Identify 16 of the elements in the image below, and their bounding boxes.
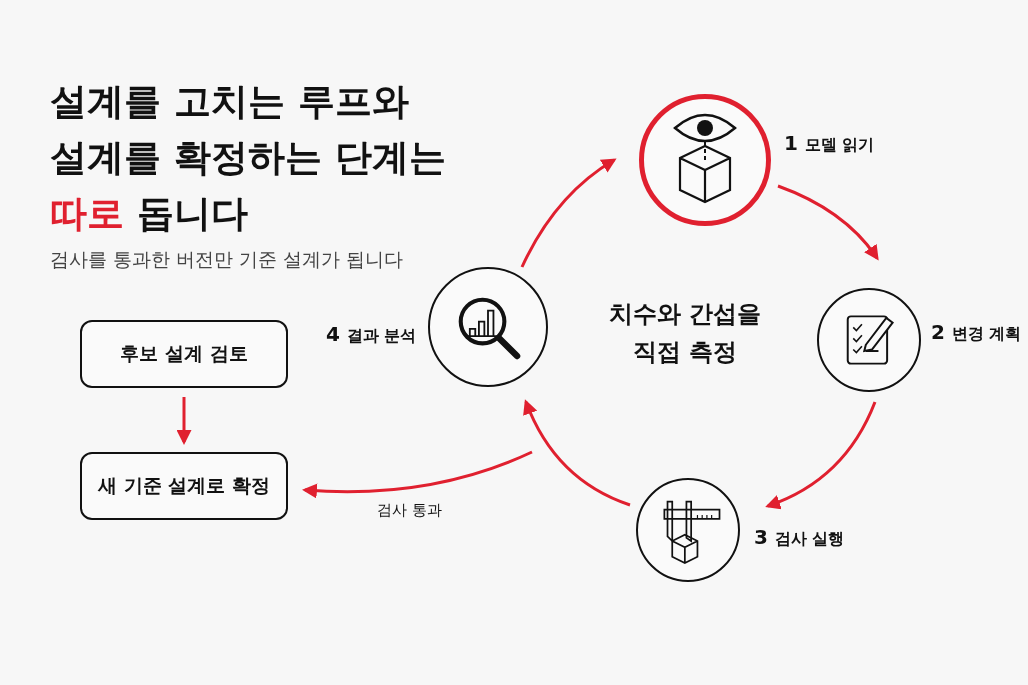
arrow: [777, 184, 879, 261]
subtitle: 검사를 통과한 버전만 기준 설계가 됩니다: [50, 247, 404, 272]
heading: 설계를 고치는 루프와 설계를 확정하는 단계는 따로 돕니다: [50, 79, 447, 237]
step-label: 3 검사 실행: [754, 525, 845, 550]
arrow: [523, 399, 631, 507]
arrow: [176, 397, 192, 445]
step-label: 2 변경 계획: [931, 320, 1022, 345]
center-note: 치수와 간섭을 직접 측정: [607, 299, 763, 368]
step-label: 1 모델 읽기: [784, 131, 875, 156]
edge-label: 검사 통과: [375, 501, 444, 520]
step-label: 4 결과 분석: [326, 322, 417, 347]
process-box: 후보 설계 검토: [80, 320, 288, 388]
process-box: 새 기준 설계로 확정: [80, 452, 288, 520]
arrow: [302, 450, 533, 499]
arrow: [520, 158, 617, 268]
arrow: [765, 401, 877, 509]
